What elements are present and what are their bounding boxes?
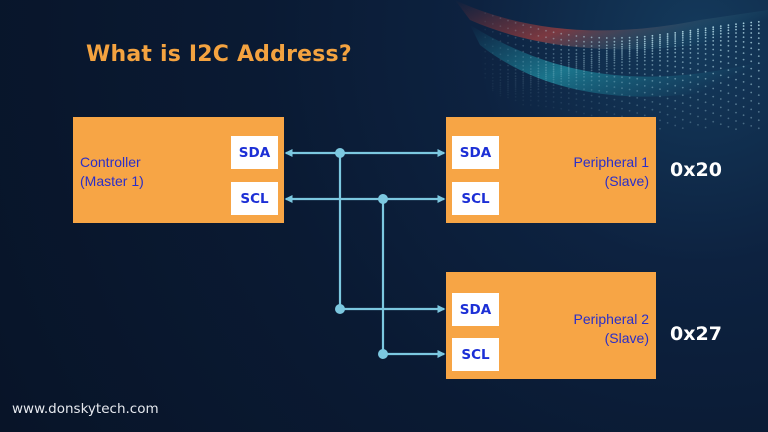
peripheral-1-block: SDA SCL Peripheral 1 (Slave) [446, 117, 656, 223]
scl-branch-corner-dot [378, 349, 388, 359]
scl-junction-dot [378, 194, 388, 204]
peripheral-1-sda-pin: SDA [452, 136, 499, 169]
controller-scl-pin: SCL [231, 182, 278, 215]
controller-block: Controller (Master 1) SDA SCL [73, 117, 284, 223]
footer-website: www.donskytech.com [12, 401, 159, 417]
sda-branch-corner-dot [335, 304, 345, 314]
peripheral-2-address: 0x27 [670, 323, 722, 345]
peripheral-2-label-line2: (Slave) [604, 330, 649, 346]
peripheral-1-address: 0x20 [670, 159, 722, 181]
peripheral-1-scl-pin: SCL [452, 182, 499, 215]
controller-label-line1: Controller [80, 154, 141, 170]
peripheral-2-label-line1: Peripheral 2 [573, 311, 650, 327]
controller-label-line2: (Master 1) [80, 173, 144, 189]
peripheral-1-label: Peripheral 1 (Slave) [574, 153, 650, 191]
peripheral-1-label-line1: Peripheral 1 [573, 154, 650, 170]
teal-streak [470, 25, 768, 97]
peripheral-2-block: SDA SCL Peripheral 2 (Slave) [446, 272, 656, 379]
peripheral-1-label-line2: (Slave) [604, 173, 649, 189]
controller-label: Controller (Master 1) [80, 153, 144, 191]
dot-field [484, 12, 760, 131]
peripheral-2-scl-pin: SCL [452, 338, 499, 371]
peripheral-2-label: Peripheral 2 (Slave) [574, 310, 650, 348]
sda-junction-dot [335, 148, 345, 158]
page-title: What is I2C Address? [86, 42, 352, 67]
peripheral-2-sda-pin: SDA [452, 293, 499, 326]
controller-sda-pin: SDA [231, 136, 278, 169]
